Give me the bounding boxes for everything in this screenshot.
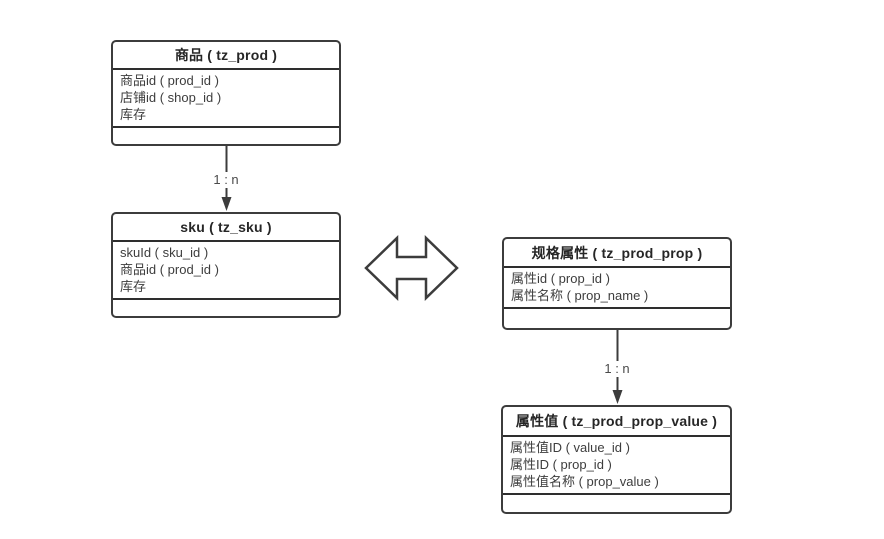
entity-field: 商品id ( prod_id ) <box>120 73 219 88</box>
entity-field: 商品id ( prod_id ) <box>120 262 219 277</box>
entity-title: 商品 ( tz_prod ) <box>113 42 339 70</box>
entity-empty-section <box>113 300 339 316</box>
entity-table-tz-prod: 商品 ( tz_prod ) 商品id ( prod_id ) 店铺id ( s… <box>111 40 341 146</box>
entity-field-list: skuId ( sku_id ) 商品id ( prod_id ) 库存 <box>113 242 339 300</box>
entity-field: 属性ID ( prop_id ) <box>510 457 612 472</box>
entity-field: 属性值ID ( value_id ) <box>510 440 630 455</box>
entity-empty-section <box>503 495 730 512</box>
entity-field: 属性值名称 ( prop_value ) <box>510 474 659 489</box>
one-to-n-label: 1 : n <box>210 172 242 188</box>
entity-table-tz-sku: sku ( tz_sku ) skuId ( sku_id ) 商品id ( p… <box>111 212 341 318</box>
entity-field: skuId ( sku_id ) <box>120 245 209 260</box>
entity-title: 规格属性 ( tz_prod_prop ) <box>504 239 730 268</box>
entity-field: 属性id ( prop_id ) <box>511 271 610 286</box>
bidirectional-arrow-icon <box>364 235 459 301</box>
entity-field: 店铺id ( shop_id ) <box>120 90 222 105</box>
entity-title: sku ( tz_sku ) <box>113 214 339 242</box>
entity-field: 属性名称 ( prop_name ) <box>511 288 649 303</box>
entity-field: 库存 <box>120 279 147 294</box>
entity-field-list: 属性id ( prop_id ) 属性名称 ( prop_name ) <box>504 268 730 309</box>
entity-field: 库存 <box>120 107 147 122</box>
entity-field-list: 商品id ( prod_id ) 店铺id ( shop_id ) 库存 <box>113 70 339 128</box>
entity-title: 属性值 ( tz_prod_prop_value ) <box>503 407 730 437</box>
entity-field-list: 属性值ID ( value_id ) 属性ID ( prop_id ) 属性值名… <box>503 437 730 495</box>
entity-table-tz-prod-prop: 规格属性 ( tz_prod_prop ) 属性id ( prop_id ) 属… <box>502 237 732 330</box>
entity-table-tz-prod-prop-value: 属性值 ( tz_prod_prop_value ) 属性值ID ( value… <box>501 405 732 514</box>
entity-empty-section <box>504 309 730 328</box>
one-to-n-label: 1 : n <box>601 361 633 377</box>
entity-empty-section <box>113 128 339 144</box>
